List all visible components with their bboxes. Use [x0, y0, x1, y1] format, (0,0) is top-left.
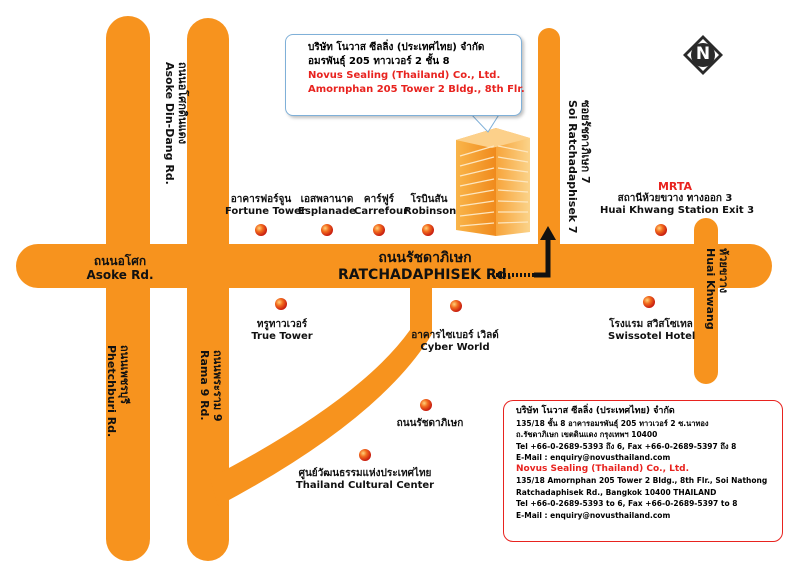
- label-esplanade: เอสพลานาด Esplanade: [298, 194, 356, 218]
- swiss-th: โรงแรม สวิสโซเทล: [609, 319, 693, 330]
- label-ratchadaphisek-south: ถนนรัชดาภิเษก: [385, 418, 475, 430]
- compass-letter: N: [695, 44, 711, 64]
- carrefour-en: Carrefour: [354, 206, 409, 217]
- marker-cyber-world: [450, 300, 462, 312]
- marker-swissotel: [643, 296, 655, 308]
- robinson-en: Robinson: [404, 206, 457, 217]
- label-rama9: ถนนพระราม 9 Rama 9 Rd.: [198, 350, 224, 422]
- ratchada-south-th: ถนนรัชดาภิเษก: [396, 418, 464, 429]
- asoke-dindang-th: ถนนอโศกดินแดง: [176, 62, 189, 145]
- soi-en: Soi Ratchadaphisek 7: [566, 100, 579, 234]
- label-swissotel: โรงแรม สวิสโซเทล Swissotel Hotel: [608, 319, 696, 343]
- label-cultural-center: ศูนย์วัฒนธรรมแห่งประเทศไทย Thailand Cult…: [292, 468, 438, 492]
- asoke-th: ถนนอโศก: [93, 254, 147, 268]
- marker-huai-khwang-station: [655, 224, 667, 236]
- marker-ratchadaphisek-south: [420, 399, 432, 411]
- phetchburi-en: Phetchburi Rd.: [105, 345, 118, 438]
- route-arrow: [488, 226, 556, 278]
- label-huai-khwang-station: MRTA สถานีห้วยขวาง ทางออก 3 Huai Khwang …: [600, 180, 755, 217]
- callout-thai-address: อมรพันธุ์ 205 ทาวเวอร์ 2 ชั้น 8: [308, 56, 450, 67]
- label-huai-khwang: ห้วยขวาง Huai Khwang: [704, 248, 730, 330]
- label-asoke-dindang: ถนนอโศกดินแดง Asoke Din-Dang Rd.: [163, 62, 189, 185]
- road-rama9: [187, 18, 229, 561]
- true-en: True Tower: [251, 331, 313, 342]
- callout-en-name: Novus Sealing (Thailand) Co., Ltd.: [308, 70, 501, 81]
- esplanade-th: เอสพลานาด: [300, 194, 354, 205]
- label-cyber-world: อาคารไซเบอร์ เวิลด์ Cyber World: [410, 330, 500, 354]
- ratchada-th: ถนนรัชดาภิเษก: [378, 250, 472, 266]
- huai-en: Huai Khwang: [704, 248, 717, 330]
- info-thai-email: E-Mail : enquiry@novusthailand.com: [516, 453, 671, 462]
- rama9-th: ถนนพระราม 9: [211, 350, 224, 422]
- rama9-en: Rama 9 Rd.: [198, 350, 211, 421]
- label-carrefour: คาร์ฟูร์ Carrefour: [354, 194, 409, 218]
- info-en-name: Novus Sealing (Thailand) Co., Ltd.: [516, 463, 690, 474]
- info-thai-line1: 135/18 ชั้น 8 อาคารอมรพันธุ์ 205 ทาวเวอร…: [516, 418, 709, 428]
- label-soi-ratchadaphisek-7: ซอยรัชดาภิเษก 7 Soi Ratchadaphisek 7: [566, 100, 592, 234]
- info-en-line2: Ratchadaphisek Rd., Bangkok 10400 THAILA…: [516, 487, 717, 497]
- carrefour-th: คาร์ฟูร์: [363, 194, 395, 205]
- info-en-line1: 135/18 Amornphan 205 Tower 2 Bldg., 8th …: [516, 476, 768, 485]
- label-asoke-road: ถนนอโศก Asoke Rd.: [80, 254, 160, 282]
- fortune-th: อาคารฟอร์จูน: [230, 194, 292, 205]
- huai-th: ห้วยขวาง: [717, 248, 730, 294]
- cyber-th: อาคารไซเบอร์ เวิลด์: [411, 330, 499, 341]
- esplanade-en: Esplanade: [298, 206, 356, 217]
- cyber-en: Cyber World: [420, 342, 490, 353]
- asoke-dindang-en: Asoke Din-Dang Rd.: [163, 62, 176, 185]
- asoke-en: Asoke Rd.: [86, 268, 154, 282]
- road-huai-khwang: [694, 218, 718, 384]
- station-th: สถานีห้วยขวาง ทางออก 3: [617, 193, 733, 204]
- station-en: Huai Khwang Station Exit 3: [600, 205, 755, 216]
- marker-carrefour: [373, 224, 385, 236]
- soi-th: ซอยรัชดาภิเษก 7: [579, 100, 592, 184]
- company-callout: บริษัท โนวาส ซีลลิ่ง (ประเทศไทย) จำกัด อ…: [285, 34, 525, 116]
- label-true-tower: ทรูทาวเวอร์ True Tower: [250, 319, 314, 343]
- fortune-en: Fortune Tower: [225, 206, 306, 217]
- info-thai-line2: ถ.รัชดาภิเษก เขตดินแดง กรุงเทพฯ 10400: [516, 430, 658, 439]
- callout-en-address: Amornphan 205 Tower 2 Bldg., 8th Flr.: [308, 84, 525, 95]
- swiss-en: Swissotel Hotel: [608, 331, 696, 342]
- contact-info-box: บริษัท โนวาส ซีลลิ่ง (ประเทศไทย) จำกัด 1…: [503, 400, 783, 542]
- marker-fortune-tower: [255, 224, 267, 236]
- road-ratchadaphisek-south: [210, 270, 432, 506]
- label-fortune-tower: อาคารฟอร์จูน Fortune Tower: [225, 194, 306, 218]
- label-phetchburi: ถนนเพชรบุรี Phetchburi Rd.: [105, 345, 131, 437]
- info-en-email: E-Mail : enquiry@novusthailand.com: [516, 510, 671, 520]
- label-ratchadaphisek-road: ถนนรัชดาภิเษก RATCHADAPHISEK Rd.: [330, 250, 520, 284]
- marker-robinson: [422, 224, 434, 236]
- culture-en: Thailand Cultural Center: [295, 480, 435, 491]
- marker-true-tower: [275, 298, 287, 310]
- marker-esplanade: [321, 224, 333, 236]
- ratchada-en: RATCHADAPHISEK Rd.: [337, 267, 513, 283]
- culture-th: ศูนย์วัฒนธรรมแห่งประเทศไทย: [298, 468, 432, 479]
- office-building: [456, 128, 530, 236]
- landmark-markers: [255, 224, 667, 461]
- compass-icon: [683, 35, 723, 75]
- road-asoke: [106, 16, 150, 561]
- true-th: ทรูทาวเวอร์: [256, 319, 308, 330]
- mrta-label: MRTA: [657, 180, 693, 193]
- marker-cultural-center: [359, 449, 371, 461]
- road-soi-ratchadaphisek-7: [538, 28, 560, 278]
- robinson-th: โรบินสัน: [410, 194, 448, 205]
- info-en-tel: Tel +66-0-2689-5393 to 6, Fax +66-0-2689…: [516, 499, 738, 508]
- phetchburi-th: ถนนเพชรบุรี: [118, 345, 131, 404]
- north-compass: N: [681, 33, 725, 77]
- label-robinson: โรบินสัน Robinson: [404, 194, 457, 218]
- callout-thai-name: บริษัท โนวาส ซีลลิ่ง (ประเทศไทย) จำกัด: [308, 42, 485, 53]
- info-thai-name: บริษัท โนวาส ซีลลิ่ง (ประเทศไทย) จำกัด: [516, 406, 675, 416]
- info-thai-tel: Tel +66-0-2689-5393 ถึง 6, Fax +66-0-268…: [516, 441, 737, 451]
